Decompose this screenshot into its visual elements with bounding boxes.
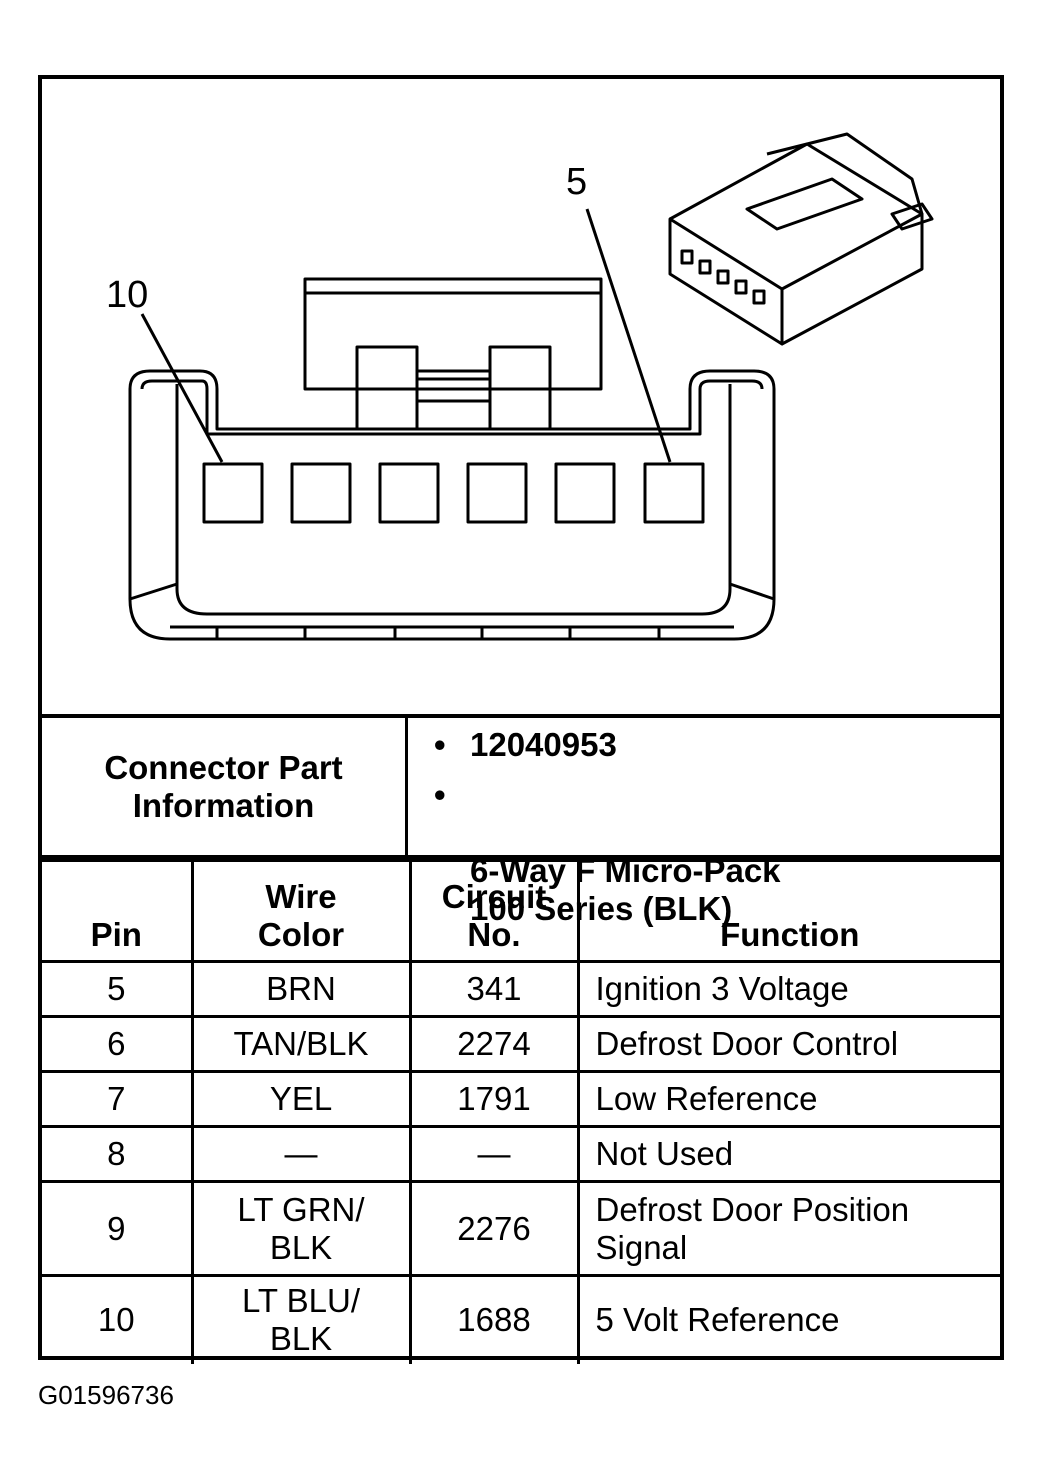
circuit-cell: 2276	[408, 1180, 580, 1277]
pin-cell: 8	[42, 1125, 194, 1183]
pinout-table: Pin Wire Color Circuit No. Function 5 BR…	[42, 859, 1000, 1364]
wire-color-cell: LT GRN/ BLK	[190, 1180, 412, 1277]
circuit-cell: 2274	[408, 1015, 580, 1073]
function-cell: Defrost Door Position Signal	[576, 1180, 1000, 1277]
bullet-icon: •	[434, 726, 446, 763]
wire-color-cell: TAN/BLK	[190, 1015, 412, 1073]
connector-info-label: Connector Part Information	[42, 718, 408, 855]
table-row: 10 LT BLU/ BLK 1688 5 Volt Reference	[42, 1274, 1000, 1364]
pin-cell: 7	[42, 1070, 194, 1128]
pin-cavity-9	[290, 462, 352, 524]
table-row: 5 BRN 341 Ignition 3 Voltage	[42, 960, 1000, 1018]
callout-leader-10	[140, 313, 224, 463]
circuit-cell: 1791	[408, 1070, 580, 1128]
connector-part-info: Connector Part Information • 12040953 • …	[42, 714, 1000, 927]
callout-label-5: 5	[566, 161, 588, 203]
part-number: 12040953	[470, 726, 617, 763]
circuit-cell: —	[408, 1125, 580, 1183]
table-row: 8 — — Not Used	[42, 1125, 1000, 1183]
pin-cell: 5	[42, 960, 194, 1018]
connector-housing	[128, 369, 776, 641]
pin-cavity-7	[466, 462, 528, 524]
function-cell: Ignition 3 Voltage	[576, 960, 1000, 1018]
wire-color-cell: —	[190, 1125, 412, 1183]
callout-label-10: 10	[106, 274, 149, 316]
table-row: 9 LT GRN/ BLK 2276 Defrost Door Position…	[42, 1180, 1000, 1277]
connector-info-values: • 12040953 • 6-Way F Micro-Pack 100 Seri…	[408, 718, 1000, 927]
pin-cell: 10	[42, 1274, 194, 1364]
connector-face-drawing	[128, 132, 934, 641]
part-number-item: • 12040953	[434, 726, 617, 764]
function-cell: Low Reference	[576, 1070, 1000, 1128]
header-wire-color: Wire Color	[190, 859, 412, 963]
wire-color-cell: LT BLU/ BLK	[190, 1274, 412, 1364]
pin-cavity-8	[378, 462, 440, 524]
wire-color-cell: BRN	[190, 960, 412, 1018]
connector-isometric-view	[668, 132, 934, 346]
circuit-cell: 1688	[408, 1274, 580, 1364]
function-cell: 5 Volt Reference	[576, 1274, 1000, 1364]
circuit-cell: 341	[408, 960, 580, 1018]
function-cell: Defrost Door Control	[576, 1015, 1000, 1073]
pin-cavity-5	[643, 462, 705, 524]
diagram-frame: 10 5 Connector Part Information • 120409…	[38, 75, 1004, 1364]
callout-leader-5	[585, 208, 672, 463]
function-cell: Not Used	[576, 1125, 1000, 1183]
header-circuit-no: Circuit No.	[408, 859, 580, 963]
wire-color-cell: YEL	[190, 1070, 412, 1128]
header-function: Function	[576, 859, 1000, 963]
bullet-icon: •	[434, 776, 446, 813]
table-header-row: Pin Wire Color Circuit No. Function	[42, 859, 1000, 963]
table-row: 7 YEL 1791 Low Reference	[42, 1070, 1000, 1128]
pin-cavity-6	[554, 462, 616, 524]
header-pin: Pin	[42, 859, 194, 963]
connector-latch	[303, 277, 603, 391]
table-row: 6 TAN/BLK 2274 Defrost Door Control	[42, 1015, 1000, 1073]
figure-id: G01596736	[38, 1380, 174, 1410]
pin-cavity-10	[202, 462, 264, 524]
pin-cell: 9	[42, 1180, 194, 1277]
pin-cell: 6	[42, 1015, 194, 1073]
connector-diagram: 10 5	[42, 79, 1000, 714]
